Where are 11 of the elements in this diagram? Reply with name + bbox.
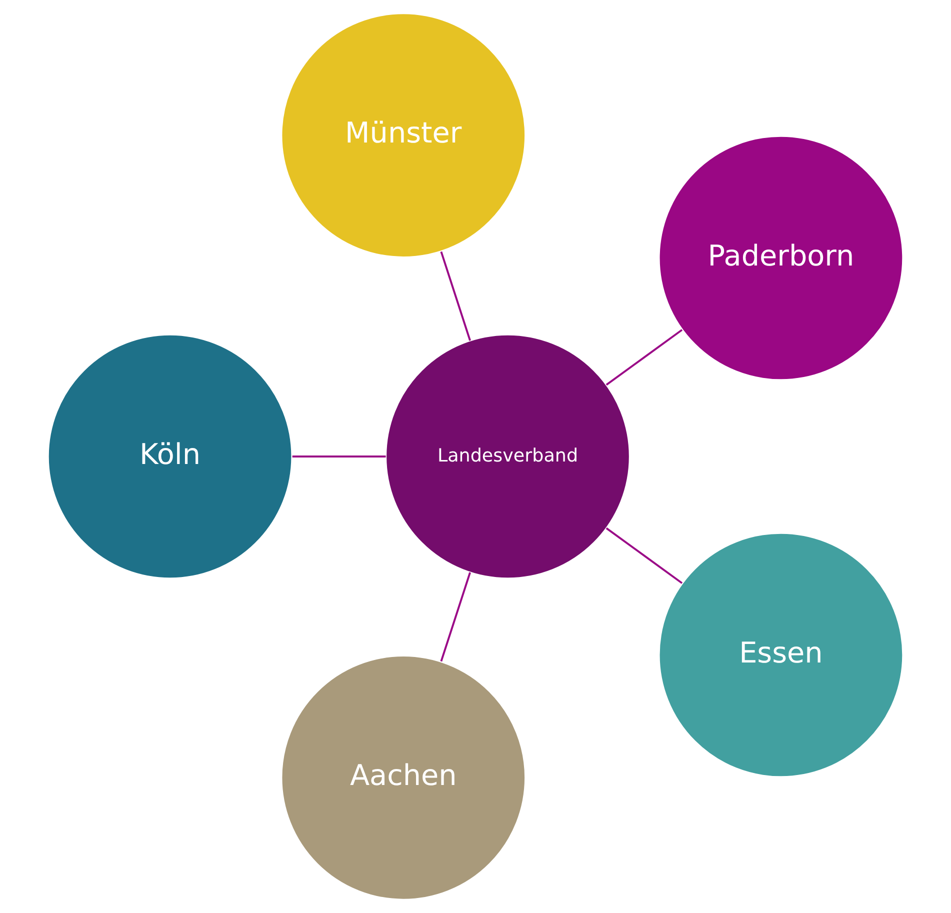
node-circle: Landesverband (385, 334, 630, 579)
node-circle: Münster (280, 12, 526, 258)
node-circle: Essen (658, 532, 904, 778)
connector (440, 572, 471, 662)
connector (606, 527, 683, 584)
connector (606, 329, 683, 386)
connector (440, 251, 471, 341)
node-circle: Köln (48, 334, 292, 579)
node-circle: Paderborn (658, 136, 904, 380)
node-circle: Aachen (280, 655, 526, 900)
connector (292, 456, 386, 458)
